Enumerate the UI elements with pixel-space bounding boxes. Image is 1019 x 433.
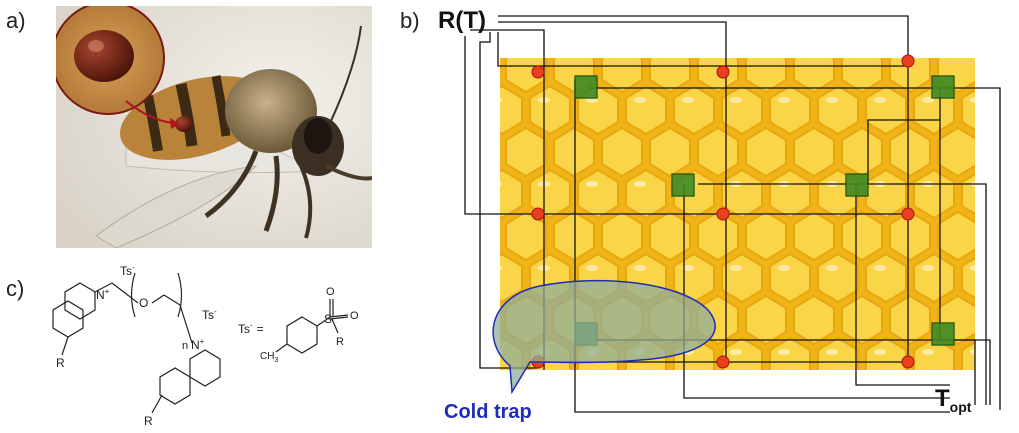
sensor-dot	[901, 54, 915, 68]
sulfonyl-r: R	[336, 336, 344, 348]
panel-label-b: b)	[400, 8, 420, 33]
heater-square	[931, 322, 955, 346]
sulfur-atom: S	[324, 312, 332, 326]
sulfonyl-o-right: O	[350, 310, 359, 322]
counterion-ts-right: Ts-	[202, 307, 217, 322]
heater-square	[574, 75, 598, 99]
sensor-dot	[531, 207, 545, 221]
r-of-t-label: R(T)	[438, 7, 486, 34]
heater-square	[845, 173, 869, 197]
sensor-heater-grid-diagram: R(T) Topt Cold trap	[438, 7, 1001, 423]
bee-with-mite-photo	[56, 6, 372, 248]
cold-trap-bubble	[492, 279, 716, 395]
heater-square	[671, 173, 695, 197]
sensor-dot	[901, 355, 915, 369]
sensor-dot	[716, 65, 730, 79]
ether-oxygen: O	[139, 296, 148, 310]
counterion-ts-left: Ts-	[120, 263, 135, 278]
methyl-group: CH3	[260, 351, 278, 364]
quinolinium-n-right: N+	[191, 337, 205, 352]
sulfonyl-o-top: O	[326, 286, 335, 298]
repeat-index-n: n	[182, 340, 188, 352]
sensor-dot	[531, 65, 545, 79]
substituent-r-top: R	[56, 356, 65, 370]
heater-square	[931, 75, 955, 99]
sensor-dot	[716, 207, 730, 221]
sensor-dot	[901, 207, 915, 221]
cold-trap-label: Cold trap	[444, 401, 532, 423]
panel-label-a: a)	[6, 8, 26, 33]
quinolinium-n-left: N+	[96, 287, 110, 302]
substituent-r-bottom: R	[144, 414, 153, 428]
tosylate-label: Ts-=	[238, 321, 264, 336]
sensor-dot	[716, 355, 730, 369]
chemical-structure: Ts- N+ O n N+ Ts- R R Ts-= S O O R CH3	[52, 263, 359, 428]
panel-label-c: c)	[6, 276, 25, 301]
t-opt-label: Topt	[935, 385, 972, 415]
